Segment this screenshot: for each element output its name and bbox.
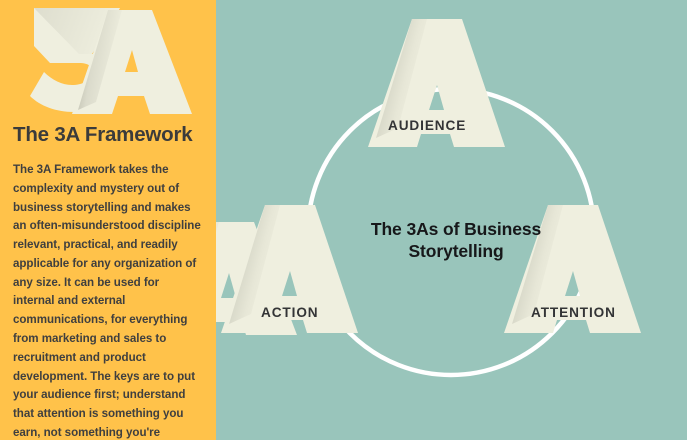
- node-label-audience[interactable]: AUDIENCE: [388, 118, 467, 133]
- 3a-logo-graphic: [30, 8, 192, 114]
- logo-letter-a: [72, 10, 192, 114]
- node-audience-shape[interactable]: [368, 19, 505, 147]
- node-label-attention[interactable]: ATTENTION: [531, 305, 616, 320]
- diagram-stage: The 3As of Business Storytelling AUDIENC…: [216, 0, 687, 440]
- page-title: The 3A Framework: [13, 123, 193, 146]
- three-a-diagram: [216, 19, 641, 378]
- node-attention-shape[interactable]: [504, 205, 641, 333]
- left-info-panel: The 3A Framework The 3A Framework takes …: [0, 0, 216, 440]
- node-action-shape-visible[interactable]: [221, 205, 358, 333]
- 3a-logo: [22, 6, 202, 118]
- node-label-action[interactable]: ACTION: [261, 305, 319, 320]
- diagram-center-title: The 3As of Business Storytelling: [370, 219, 542, 262]
- panel-description-text: The 3A Framework takes the complexity an…: [13, 163, 201, 439]
